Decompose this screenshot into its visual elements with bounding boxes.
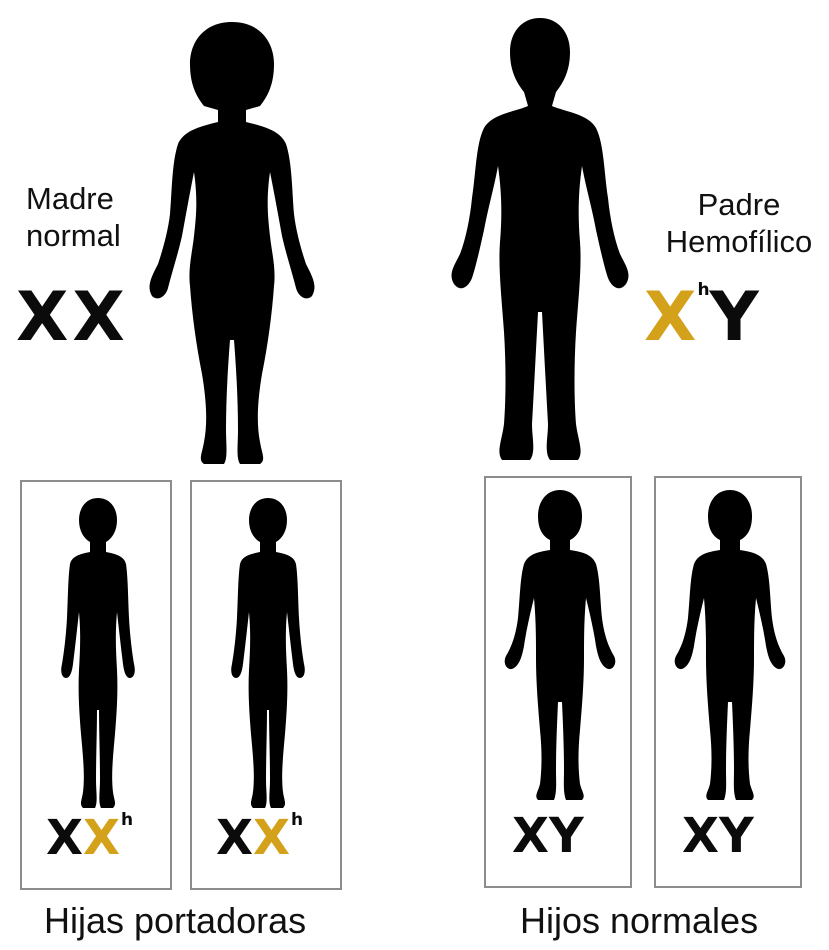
daughter-1-genotype: XXh: [46, 814, 133, 862]
father-x-allele: X: [644, 278, 696, 357]
son-1-genotype: XY: [512, 812, 584, 860]
sons-caption: Hijos normales: [520, 900, 758, 942]
father-label-line2: Hemofílico: [654, 223, 824, 260]
mother-label: Madre normal: [26, 180, 121, 254]
daughter-2-h-superscript: h: [291, 810, 303, 830]
mother-label-line2: normal: [26, 217, 121, 254]
daughter-1-x1: X: [46, 810, 83, 866]
daughter-1-silhouette: [48, 494, 148, 814]
daughter-1-h-superscript: h: [121, 810, 133, 830]
daughter-2-x2: X: [253, 810, 290, 866]
father-silhouette: [440, 12, 640, 472]
daughter-2-genotype: XXh: [216, 814, 303, 862]
mother-label-line1: Madre: [26, 180, 121, 217]
daughter-2-x1: X: [216, 810, 253, 866]
daughter-box-1: XXh: [20, 480, 172, 890]
daughter-1-x2: X: [83, 810, 120, 866]
mother-genotype: XX: [16, 284, 129, 352]
son-1-silhouette: [500, 486, 620, 806]
son-box-1: XY: [484, 476, 632, 888]
daughter-box-2: XXh: [190, 480, 342, 890]
father-h-superscript: h: [697, 280, 709, 300]
daughter-2-silhouette: [218, 494, 318, 814]
son-box-2: XY: [654, 476, 802, 888]
son-2-genotype: XY: [682, 812, 754, 860]
father-label: Padre Hemofílico: [654, 186, 824, 260]
daughters-caption: Hijas portadoras: [44, 900, 306, 942]
father-label-line1: Padre: [654, 186, 824, 223]
son-2-silhouette: [670, 486, 790, 806]
father-genotype: XhY: [644, 284, 759, 352]
mother-silhouette: [132, 14, 332, 474]
father-y-allele: Y: [710, 278, 759, 357]
